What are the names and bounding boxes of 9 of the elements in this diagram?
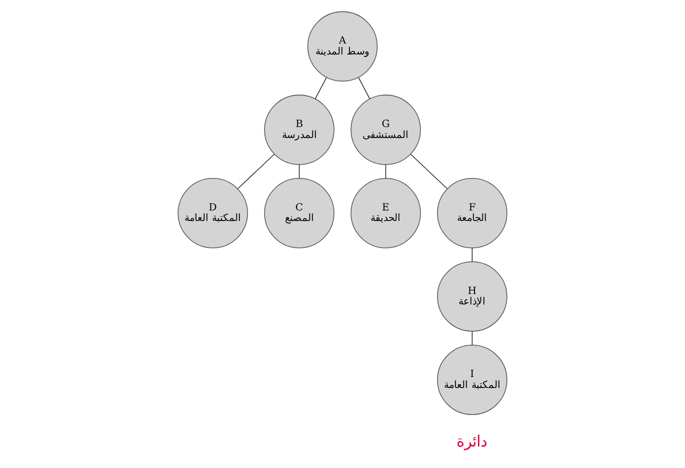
- label: دائرة: [456, 432, 488, 450]
- connector: [472, 248, 473, 262]
- connector: [385, 164, 386, 179]
- connector: [472, 330, 473, 346]
- connector: [410, 154, 448, 190]
- connector: [314, 77, 327, 100]
- connector: [298, 164, 300, 179]
- connector: [237, 154, 275, 190]
- connector: [358, 77, 370, 100]
